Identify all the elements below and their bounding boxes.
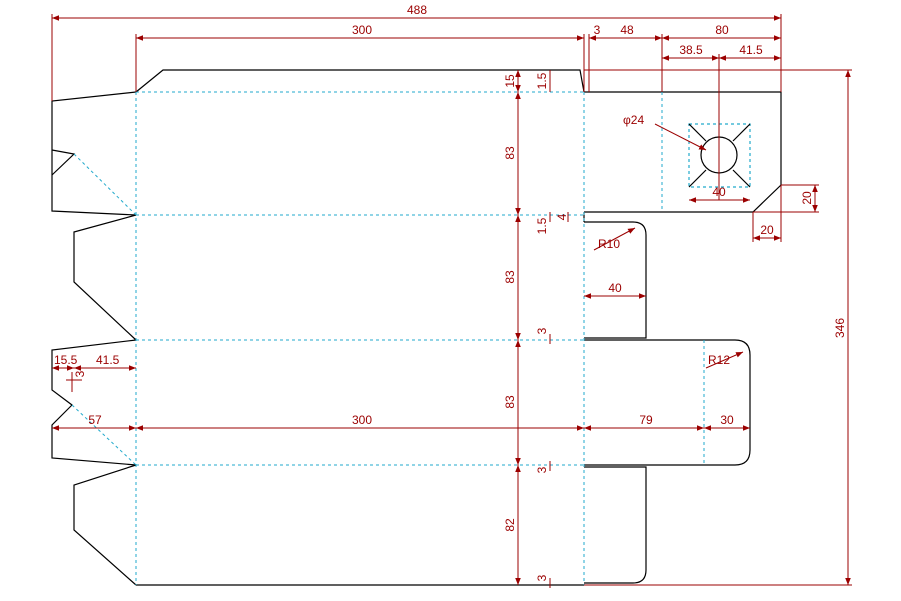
dim-left-15-5: 15.5	[54, 353, 78, 367]
dim-side-1-5: 1.5	[535, 217, 549, 234]
cut-lines	[51, 69, 782, 586]
dim-overall-height: 346	[833, 318, 847, 338]
dim-body-width: 300	[352, 23, 372, 37]
dim-panel-83-b: 83	[503, 270, 517, 284]
dim-side-4: 4	[555, 213, 569, 220]
dim-corner-20-h: 20	[760, 223, 774, 237]
dim-panel-83-c: 83	[503, 395, 517, 409]
dim-small-3-a: 3	[535, 327, 549, 334]
dim-overall-width: 488	[407, 3, 427, 17]
dim-mid-30: 30	[720, 413, 734, 427]
dim-gap: 3	[594, 23, 601, 37]
dimension-lines	[51, 14, 852, 588]
fold-lines	[71, 91, 705, 585]
dim-left-3: 3	[73, 370, 87, 377]
dim-radius-12: R12	[708, 353, 730, 367]
dim-corner-20-v: 20	[800, 191, 814, 205]
dim-top-15: 15	[503, 74, 517, 88]
dim-mid-79: 79	[639, 413, 653, 427]
dimension-labels: 488 300 3 48 80 38.5 41.5 15 1.5 83 83 8…	[54, 3, 847, 581]
dim-radius-10: R10	[598, 237, 620, 251]
dim-top-1-5: 1.5	[535, 72, 549, 89]
dim-hole-box-40: 40	[712, 185, 726, 199]
dim-offset-38-5: 38.5	[679, 43, 703, 57]
dim-panel-83-a: 83	[503, 146, 517, 160]
dim-mid-300: 300	[352, 413, 372, 427]
dim-tab-40: 40	[608, 281, 622, 295]
dim-small-3-b: 3	[535, 466, 549, 473]
dim-left-57: 57	[88, 413, 102, 427]
dim-flap-80: 80	[715, 23, 729, 37]
dim-left-41-5: 41.5	[96, 353, 120, 367]
dim-hole-diameter: φ24	[623, 113, 644, 127]
dim-flap-48: 48	[620, 23, 634, 37]
dim-small-3-c: 3	[535, 574, 549, 581]
dim-panel-82: 82	[503, 518, 517, 532]
dim-offset-41-5: 41.5	[739, 43, 763, 57]
